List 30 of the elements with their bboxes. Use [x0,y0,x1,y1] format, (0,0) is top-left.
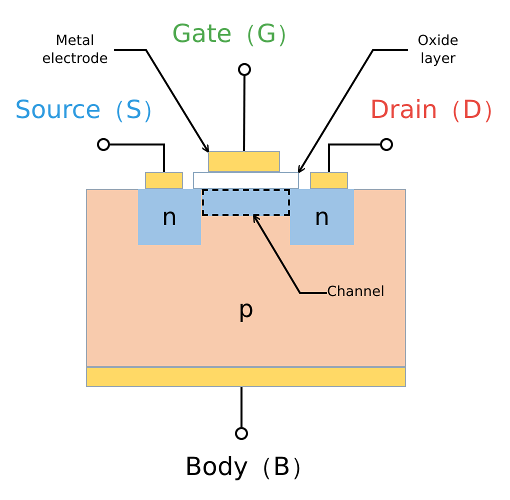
callout-text: Oxide layer [408,32,468,72]
callout-text: Channel [327,283,407,303]
body-contact [86,367,406,387]
region-letter: p [238,296,254,322]
terminal-circle [97,138,110,151]
wire [110,144,165,172]
terminal-label: Gate（G） [172,19,302,49]
oxide-layer [193,172,299,189]
terminal-label: Drain（D） [370,95,507,125]
wire [240,387,243,427]
source-region [138,189,201,245]
wire [243,76,246,151]
gate-electrode [208,151,280,172]
channel-region [202,189,290,216]
terminal-label: Source（S） [15,95,167,125]
terminal-circle [238,63,251,76]
terminal-circle [380,138,393,151]
p-substrate [86,189,406,367]
terminal-label: Body（B） [185,452,316,482]
source-contact [145,172,183,189]
region-letter: n [162,204,178,230]
callout-text: Metal electrode [36,32,114,72]
leader-line [298,49,408,174]
leader-line [253,214,327,294]
wire [328,144,380,172]
drain-contact [310,172,348,189]
drain-region [290,189,354,245]
terminal-circle [235,427,248,440]
leader-line [114,49,210,153]
region-letter: n [314,204,330,230]
